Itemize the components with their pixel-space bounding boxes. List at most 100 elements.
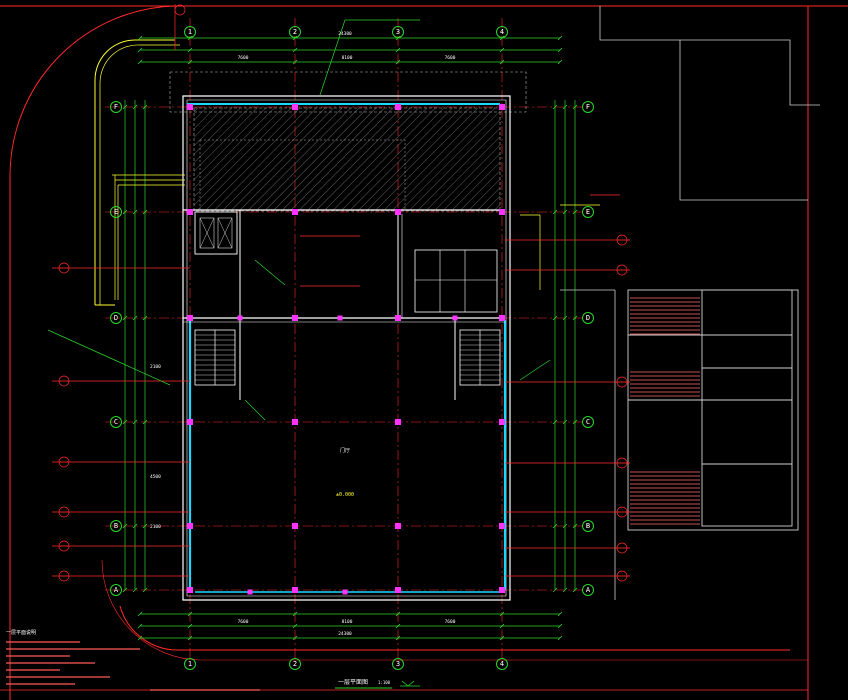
grid-bubble-circle [289, 658, 301, 670]
dimension-tick [122, 209, 128, 215]
grid-bubble-circle [110, 584, 122, 596]
dimension-tick [122, 104, 128, 110]
dimension-tick [142, 419, 148, 425]
grid-bubble-col-top-1: 1 [184, 26, 196, 38]
notes-heading: 一层平面说明 [6, 629, 36, 636]
dimension-tick [557, 635, 563, 641]
grid-bubble-row-right-B: B [582, 520, 594, 532]
structural-column [499, 523, 505, 529]
grid-bubble-circle [582, 312, 594, 324]
dimension-tick [395, 635, 401, 641]
grid-bubble-circle [110, 416, 122, 428]
grid-bubble-col-top-3: 3 [392, 26, 404, 38]
structural-column [187, 419, 193, 425]
grid-bubble-circle [184, 26, 196, 38]
dimension-tick [557, 35, 563, 41]
grid-bubble-circle [582, 206, 594, 218]
section-leaders [52, 4, 630, 582]
span-dimension-bottom-2: 8100 [342, 619, 353, 625]
span-dimension-bottom-1: 7600 [238, 619, 249, 625]
dimension-tick [552, 104, 558, 110]
dimension-tick [142, 587, 148, 593]
structural-column [337, 315, 343, 321]
structural-column [292, 315, 298, 321]
hall-room-label: 门厅 [340, 447, 350, 454]
grid-bubble-label: C [114, 418, 118, 426]
grid-bubble-circle [110, 206, 122, 218]
grid-bubble-row-right-F: F [582, 101, 594, 113]
span-dimension-left-3: 2100 [150, 364, 161, 370]
dimension-tick [395, 59, 401, 65]
structural-column [395, 315, 401, 321]
structural-column [499, 104, 505, 110]
structural-column [292, 523, 298, 529]
grid-bubble-row-left-F: F [110, 101, 122, 113]
grid-bubble-row-left-C: C [110, 416, 122, 428]
dimension-tick [557, 59, 563, 65]
grid-bubble-label: F [114, 103, 118, 111]
structural-column [187, 315, 193, 321]
grid-bubble-label: F [586, 103, 590, 111]
dimension-tick [137, 623, 143, 629]
dimension-tick [187, 47, 193, 53]
dimension-tick [572, 104, 578, 110]
grid-bubble-label: D [114, 314, 118, 322]
grid-bubble-label: B [586, 522, 590, 530]
dimension-tick [395, 623, 401, 629]
structural-column [395, 209, 401, 215]
span-dimension-left-1: 2100 [150, 524, 161, 530]
structural-column [499, 209, 505, 215]
dimension-tick [572, 315, 578, 321]
dimension-tick [132, 315, 138, 321]
dimension-tick [187, 59, 193, 65]
dimension-tick [562, 104, 568, 110]
drawing-title-block: 一层平面图 1:100 [335, 679, 420, 689]
grid-bubble-row-right-D: D [582, 312, 594, 324]
structural-column [292, 209, 298, 215]
grid-bubble-label: 2 [293, 28, 297, 36]
dimension-tick [395, 611, 401, 617]
structural-column [292, 419, 298, 425]
dimension-tick [137, 47, 143, 53]
dimension-tick [562, 209, 568, 215]
grid-bubble-label: 4 [500, 28, 504, 36]
dimension-tick [292, 59, 298, 65]
exterior-steps [630, 297, 700, 525]
dimension-tick [572, 523, 578, 529]
structural-column [395, 523, 401, 529]
grid-bubble-label: B [114, 522, 118, 530]
grid-bubble-circle [582, 520, 594, 532]
dimension-tick [572, 419, 578, 425]
dimension-tick [187, 611, 193, 617]
structural-column [452, 315, 458, 321]
dimension-tick [499, 635, 505, 641]
grid-bubble-col-bottom-2: 2 [289, 658, 301, 670]
dimension-tick [132, 587, 138, 593]
grid-bubble-label: C [586, 418, 590, 426]
grid-bubble-circle [392, 26, 404, 38]
dimension-tick [122, 587, 128, 593]
dimension-tick [142, 209, 148, 215]
grid-bubble-row-right-E: E [582, 206, 594, 218]
dimension-tick [499, 47, 505, 53]
structural-column [395, 587, 401, 593]
adjacent-building [627, 289, 799, 531]
site-boundary [9, 5, 820, 700]
dimension-tick [132, 419, 138, 425]
structural-column [292, 104, 298, 110]
span-dimension-bottom-3: 7600 [445, 619, 456, 625]
green-leaders [47, 19, 551, 421]
dimension-tick [395, 47, 401, 53]
drawing-scale: 1:100 [378, 680, 391, 685]
dimension-tick [292, 635, 298, 641]
grid-bubble-circle [582, 584, 594, 596]
structural-column [499, 315, 505, 321]
drawing-frame [0, 5, 848, 700]
dimension-tick [552, 523, 558, 529]
structural-column [187, 209, 193, 215]
grid-bubble-row-left-B: B [110, 520, 122, 532]
overall-dimension-bottom: 24300 [338, 631, 352, 637]
grid-bubble-circle [496, 26, 508, 38]
structural-column [187, 587, 193, 593]
